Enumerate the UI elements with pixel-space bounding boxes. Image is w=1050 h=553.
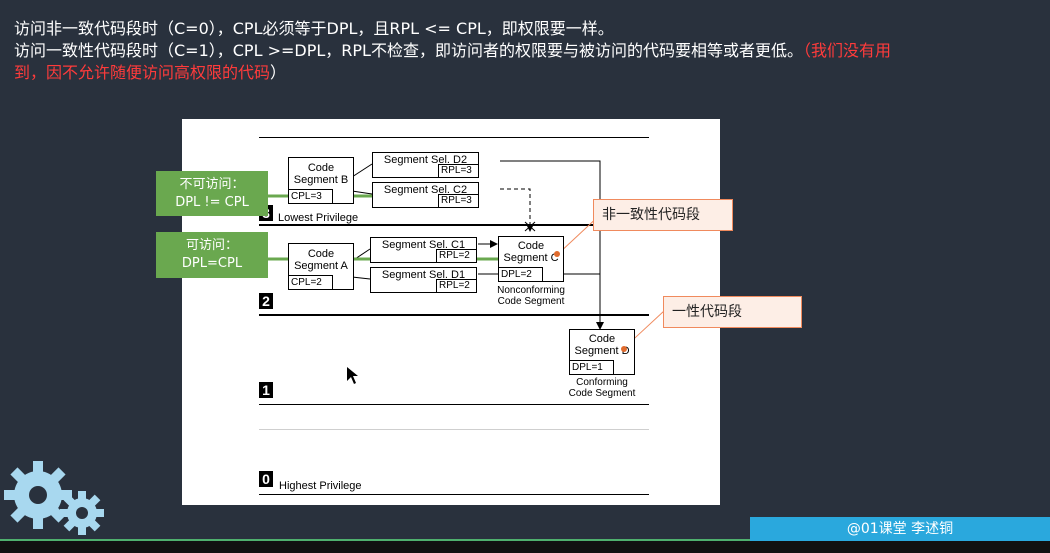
sel-c2-name: Segment Sel. C2 (383, 184, 468, 196)
header-line-3-red: 到，因不允许随便访问高权限的代码 (14, 63, 271, 82)
header-line-2-text: 访问一致性代码段时（C=1），CPL >=DPL，RPL不检查，即访问者的权限要… (14, 41, 803, 60)
sel-c2-rpl: RPL=3 (438, 194, 478, 207)
code-segment-a: Code Segment A CPL=2 (288, 243, 354, 290)
sel-d2-rpl: RPL=3 (438, 164, 478, 177)
gear-icon (4, 461, 104, 535)
ring-divider-1-0 (259, 404, 649, 405)
code-d-title-2: Segment D (574, 345, 630, 357)
code-c-caption-1: Nonconforming (497, 285, 565, 296)
credit-banner: @01课堂 李述铜 (750, 517, 1050, 541)
segment-selector-c1: Segment Sel. C1 RPL=2 (370, 237, 477, 263)
progress-strip (0, 539, 750, 542)
code-segment-d: Code Segment D DPL=1 (569, 329, 635, 375)
sel-d1-name: Segment Sel. D1 (381, 269, 466, 281)
header-line-3-end: ） (270, 63, 287, 82)
privilege-diagram: 3 Lowest Privilege 2 1 0 Highest Privile… (182, 119, 720, 505)
sel-d2-name: Segment Sel. D2 (383, 154, 468, 166)
code-d-title-1: Code (588, 333, 616, 345)
faint-line (259, 429, 649, 430)
sel-c1-rpl: RPL=2 (436, 249, 476, 262)
header-line-1: 访问非一致代码段时（C=0），CPL必须等于DPL，且RPL <= CPL，即权… (14, 19, 614, 38)
ring-0-number: 0 (259, 471, 273, 487)
header-line-3: 到，因不允许随便访问高权限的代码） (14, 62, 286, 84)
code-c-caption-2: Code Segment (497, 296, 565, 307)
nonconforming-callout: 非一致性代码段 (593, 199, 733, 231)
code-c-title-2: Segment C (503, 252, 559, 264)
ring-divider-top (259, 137, 649, 138)
code-b-title-1: Code (307, 162, 335, 174)
ring-divider-2-1 (259, 314, 649, 316)
header-line-2-red: （我们没有用 (802, 41, 891, 60)
code-c-dpl: DPL=2 (499, 267, 543, 281)
code-b-cpl: CPL=3 (289, 189, 333, 203)
ring-1-number: 1 (259, 382, 273, 398)
no-access-label: 不可访问： DPL != CPL (156, 171, 268, 216)
segment-selector-d1: Segment Sel. D1 RPL=2 (370, 267, 477, 293)
code-d-marker (621, 346, 627, 352)
code-b-title-2: Segment B (293, 174, 349, 186)
conforming-callout: 一性代码段 (663, 296, 802, 328)
code-c-title-1: Code (517, 240, 545, 252)
no-access-line-1: 不可访问： (179, 177, 245, 192)
code-a-title-1: Code (307, 248, 335, 260)
ring-0-label: Highest Privilege (279, 480, 362, 492)
sel-c1-name: Segment Sel. C1 (381, 239, 466, 251)
code-d-caption-2: Code Segment (568, 388, 636, 399)
code-d-caption-1: Conforming (576, 377, 628, 388)
sel-d1-rpl: RPL=2 (436, 279, 476, 292)
access-line-2: DPL=CPL (181, 256, 243, 271)
no-access-line-2: DPL != CPL (175, 195, 249, 210)
code-c-marker (554, 251, 560, 257)
ring-2-number: 2 (259, 293, 273, 309)
code-d-dpl: DPL=1 (570, 360, 614, 374)
header-line-2: 访问一致性代码段时（C=1），CPL >=DPL，RPL不检查，即访问者的权限要… (14, 40, 891, 62)
code-a-title-2: Segment A (294, 260, 348, 272)
segment-selector-d2: Segment Sel. D2 RPL=3 (372, 152, 479, 178)
segment-selector-c2: Segment Sel. C2 RPL=3 (372, 182, 479, 208)
ring-3-label: Lowest Privilege (278, 212, 359, 224)
code-segment-c: Code Segment C DPL=2 (498, 236, 564, 282)
access-label: 可访问： DPL=CPL (156, 232, 268, 278)
code-segment-b: Code Segment B CPL=3 (288, 157, 354, 204)
ring-divider-3-2 (259, 224, 649, 226)
code-a-cpl: CPL=2 (289, 275, 333, 289)
access-line-1: 可访问： (185, 238, 238, 253)
ring-divider-bottom (259, 494, 649, 495)
bottom-bar (0, 541, 1050, 553)
